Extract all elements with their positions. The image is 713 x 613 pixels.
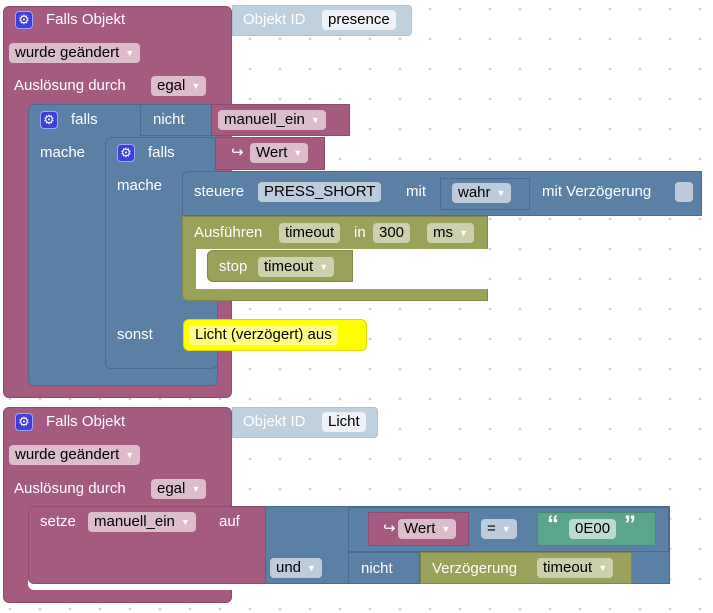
bool-dropdown[interactable]: wahr ▼	[452, 183, 512, 203]
value-dropdown[interactable]: Wert ▼	[250, 143, 309, 163]
to-label: auf	[219, 513, 240, 530]
object-id-field[interactable]: Licht	[322, 412, 366, 432]
object-id-field[interactable]: presence	[322, 10, 396, 30]
timeout-value-field[interactable]: 300	[373, 223, 411, 243]
in-label: in	[354, 224, 366, 241]
delay-checkbox[interactable]	[675, 182, 693, 202]
control-label: steuere	[194, 183, 245, 200]
if-label: falls	[148, 144, 175, 161]
dropdown-arrow-icon: ▼	[191, 81, 201, 91]
variable-value: manuell_ein	[224, 111, 305, 128]
dropdown-arrow-icon: ▼	[191, 484, 201, 494]
quote-close-icon: ”	[624, 511, 636, 538]
ack-dropdown[interactable]: egal ▼	[151, 76, 207, 96]
dropdown-arrow-icon: ▼	[180, 517, 190, 527]
variable-dropdown[interactable]: manuell_ein ▼	[88, 512, 196, 532]
trigger-dropdown[interactable]: wurde geändert ▼	[9, 445, 141, 465]
compare-op-dropdown[interactable]: =▼	[481, 519, 517, 539]
gear-icon[interactable]: ⚙	[15, 11, 33, 29]
delay-value: timeout	[543, 559, 593, 576]
value-dropdown[interactable]: Wert ▼	[398, 519, 457, 539]
trigger-value: wurde geändert	[15, 44, 120, 61]
dropdown-arrow-icon: ▼	[319, 262, 329, 272]
gear-icon[interactable]: ⚙	[40, 111, 58, 129]
logic-op-value: und	[276, 559, 302, 576]
dropdown-arrow-icon: ▼	[501, 524, 511, 534]
delay-label: mit Verzögerung	[542, 183, 652, 200]
not-label: nicht	[361, 560, 393, 577]
stop-dropdown[interactable]: timeout ▼	[258, 257, 335, 277]
dropdown-arrow-icon: ▼	[125, 450, 135, 460]
if-label: falls	[71, 111, 98, 128]
delay-label: Verzögerung	[432, 560, 518, 577]
object-id-label: Objekt ID	[243, 11, 306, 28]
unit-value: ms	[433, 224, 453, 241]
trigger-value: wurde geändert	[15, 446, 120, 463]
not-block[interactable]	[348, 552, 420, 584]
comment-text[interactable]: Licht (verzögert) aus	[189, 325, 338, 345]
dropdown-arrow-icon: ▼	[598, 563, 608, 573]
logic-op-dropdown[interactable]: und ▼	[270, 558, 322, 578]
ack-label: Auslösung durch	[14, 77, 126, 94]
delay-dropdown[interactable]: timeout ▼	[537, 558, 614, 578]
text-value-field[interactable]: 0E00	[569, 519, 617, 539]
value-option: Wert	[256, 144, 288, 161]
with-label: mit	[406, 183, 426, 200]
timeout-label: Ausführen	[194, 224, 263, 241]
else-label: sonst	[117, 326, 153, 343]
not-label: nicht	[153, 111, 185, 128]
return-arrow-icon: ↪	[231, 144, 244, 161]
ack-dropdown[interactable]: egal ▼	[151, 479, 207, 499]
stop-value: timeout	[264, 258, 314, 275]
dropdown-arrow-icon: ▼	[441, 524, 451, 534]
dropdown-arrow-icon: ▼	[310, 115, 320, 125]
ack-value: egal	[157, 77, 186, 94]
block-title: Falls Objekt	[46, 413, 126, 430]
gear-icon[interactable]: ⚙	[117, 144, 135, 162]
object-id-label: Objekt ID	[243, 413, 306, 430]
state-field[interactable]: PRESS_SHORT	[258, 182, 382, 202]
ack-label: Auslösung durch	[14, 480, 126, 497]
ack-value: egal	[157, 480, 186, 497]
dropdown-arrow-icon: ▼	[459, 228, 468, 238]
quote-open-icon: “	[547, 511, 559, 538]
do-label: mache	[117, 177, 163, 194]
do-label: mache	[40, 144, 86, 161]
dropdown-arrow-icon: ▼	[125, 48, 135, 58]
set-label: setze	[40, 513, 76, 530]
dropdown-arrow-icon: ▼	[307, 563, 316, 573]
compare-op-value: =	[487, 520, 496, 537]
variable-value: manuell_ein	[94, 513, 175, 530]
bool-value: wahr	[458, 184, 491, 201]
return-arrow-icon: ↪	[383, 520, 396, 537]
value-option: Wert	[404, 520, 436, 537]
unit-dropdown[interactable]: ms ▼	[427, 223, 474, 243]
stop-label: stop	[219, 258, 248, 275]
variable-dropdown[interactable]: manuell_ein ▼	[218, 110, 326, 130]
text-block[interactable]	[537, 512, 656, 546]
trigger-dropdown[interactable]: wurde geändert ▼	[9, 43, 141, 63]
dropdown-arrow-icon: ▼	[496, 188, 506, 198]
timeout-name-field[interactable]: timeout	[279, 223, 341, 243]
block-title: Falls Objekt	[46, 11, 126, 28]
dropdown-arrow-icon: ▼	[293, 148, 303, 158]
gear-icon[interactable]: ⚙	[15, 413, 33, 431]
